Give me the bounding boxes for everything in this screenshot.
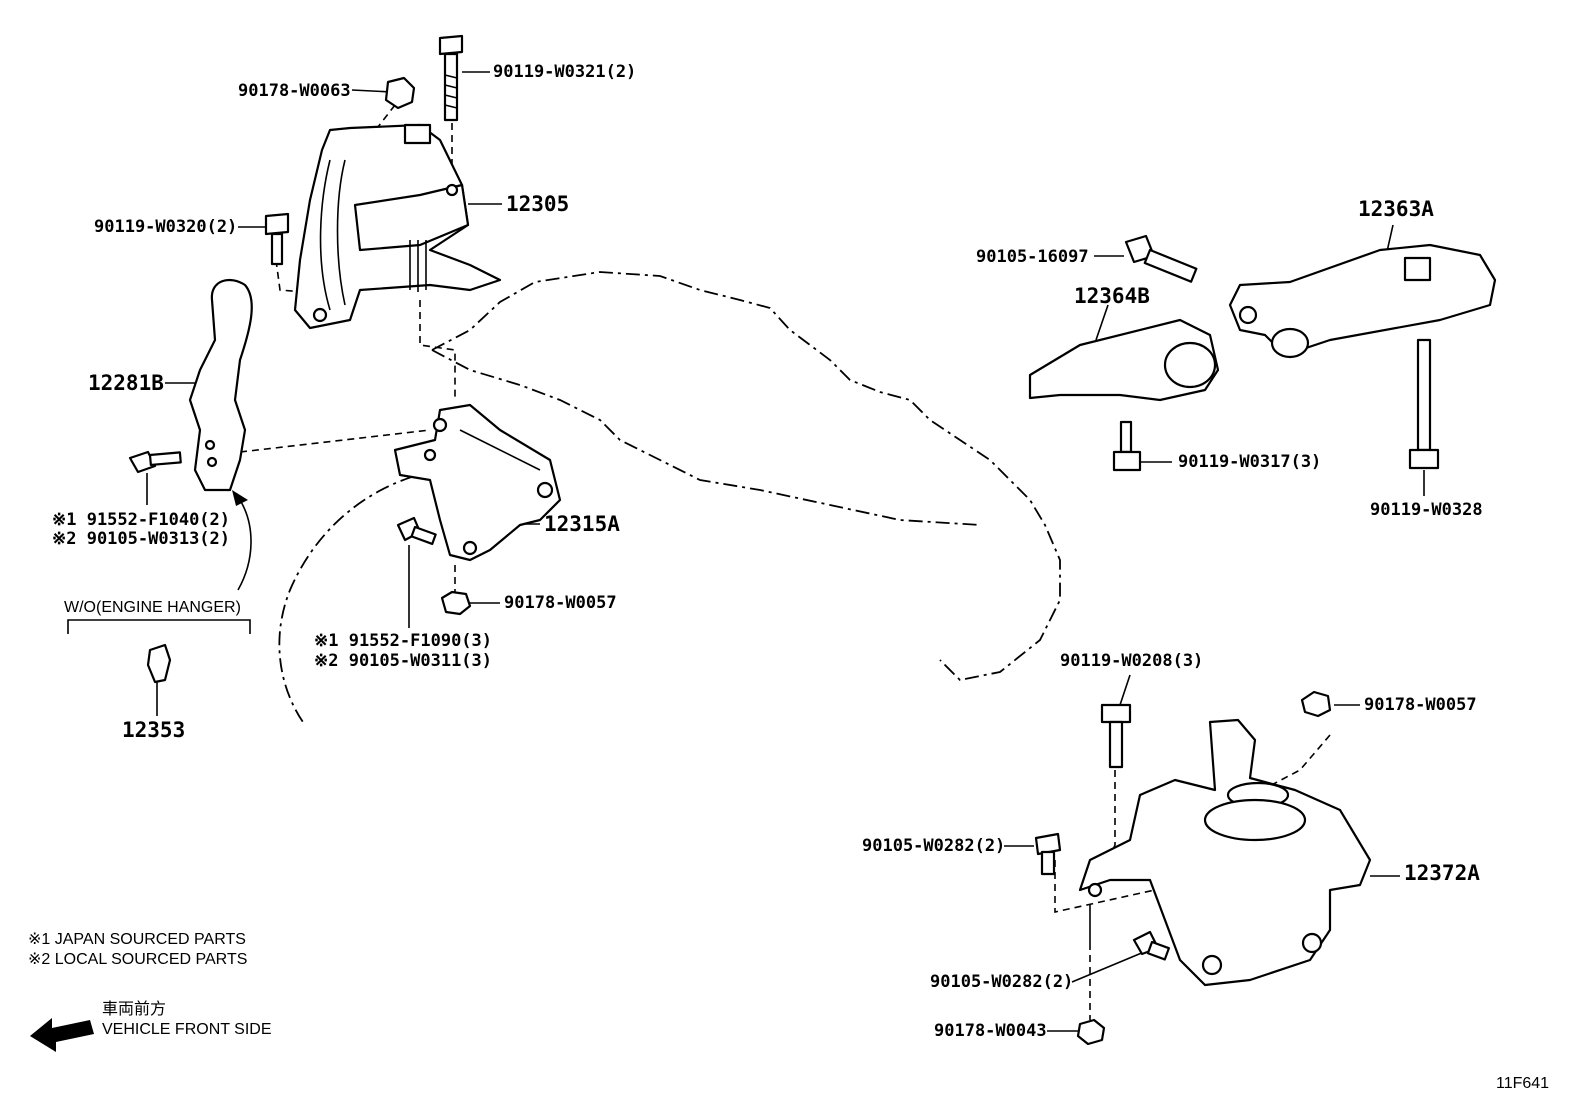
label-91552-f1090[interactable]: ※1 91552-F1090(3) [314,631,492,651]
label-90119-w0321[interactable]: 90119-W0321(2) [493,62,636,82]
wo-engine-hanger-bracket [67,619,251,684]
label-90105-w0313[interactable]: ※2 90105-W0313(2) [52,529,230,549]
nut-90178-w0043-illustration [1076,1018,1106,1046]
label-90178-w0063[interactable]: 90178-W0063 [238,81,351,101]
install-arrow [232,490,252,591]
bolt-90105-16097-illustration [1124,234,1198,283]
engine-outline-lower [431,349,981,526]
part-12364b-illustration [1028,318,1220,402]
label-12305[interactable]: 12305 [506,192,569,216]
part-12315a-illustration [393,403,562,562]
label-12372a[interactable]: 12372A [1404,861,1480,885]
bolt-90105-w0282-a-illustration [1034,832,1062,876]
label-12364b[interactable]: 12364B [1074,284,1150,308]
legend: ※1 JAPAN SOURCED PARTS ※2 LOCAL SOURCED … [28,931,1549,1092]
part-labels: 90178-W0063 90119-W0321(2) 12305 90119-W… [52,62,1483,1041]
nut-90178-w0057-b-illustration [1300,690,1332,718]
label-90119-w0208[interactable]: 90119-W0208(3) [1060,651,1203,671]
vehicle-front-jp: 車両前方 [102,1000,166,1018]
label-91552-f1040[interactable]: ※1 91552-F1040(2) [52,510,230,530]
label-90119-w0320[interactable]: 90119-W0320(2) [94,217,237,237]
engine-outline [431,271,1061,681]
label-90119-w0328[interactable]: 90119-W0328 [1370,500,1483,520]
label-90178-w0043[interactable]: 90178-W0043 [934,1021,1047,1041]
label-90105-w0282-a[interactable]: 90105-W0282(2) [862,836,1005,856]
bolt-91552-f1090-illustration [396,516,437,546]
label-12363a[interactable]: 12363A [1358,197,1434,221]
bolt-90119-w0320-illustration [264,212,290,266]
nut-90178-w0063-illustration [384,76,416,110]
label-90178-w0057-b[interactable]: 90178-W0057 [1364,695,1477,715]
label-90119-w0317[interactable]: 90119-W0317(3) [1178,452,1321,472]
bolt-90119-w0208-illustration [1100,703,1132,769]
bolt-90105-w0282-b-illustration [1132,930,1171,961]
label-12315a[interactable]: 12315A [544,512,620,536]
part-12281b-illustration [188,278,253,492]
label-12353[interactable]: 12353 [122,718,185,742]
label-12281b[interactable]: 12281B [88,371,164,395]
legend-note-2: ※2 LOCAL SOURCED PARTS [28,951,247,968]
label-90178-w0057-a[interactable]: 90178-W0057 [504,593,617,613]
part-12363a-illustration [1228,243,1497,359]
label-90105-w0282-b[interactable]: 90105-W0282(2) [930,972,1073,992]
vehicle-front-arrow-icon [30,1018,94,1052]
bolt-90119-w0328-illustration [1408,338,1440,470]
bolt-90119-w0317-illustration [1112,420,1142,472]
nut-90178-w0057-a-illustration [440,590,472,616]
label-90105-16097[interactable]: 90105-16097 [976,247,1089,267]
bolt-90119-w0321-illustration [438,34,464,122]
label-wo-engine-hanger: W/O(ENGINE HANGER) [64,599,241,616]
label-90105-w0311[interactable]: ※2 90105-W0311(3) [314,651,492,671]
engine-outline-left [278,469,441,726]
part-12305-illustration [293,123,502,330]
legend-note-1: ※1 JAPAN SOURCED PARTS [28,931,246,948]
bolt-91552-f1040-illustration [128,450,182,474]
diagram-code: 11F641 [1496,1075,1549,1092]
vehicle-front-en: VEHICLE FRONT SIDE [102,1021,272,1038]
part-12372a-illustration [1078,718,1372,987]
